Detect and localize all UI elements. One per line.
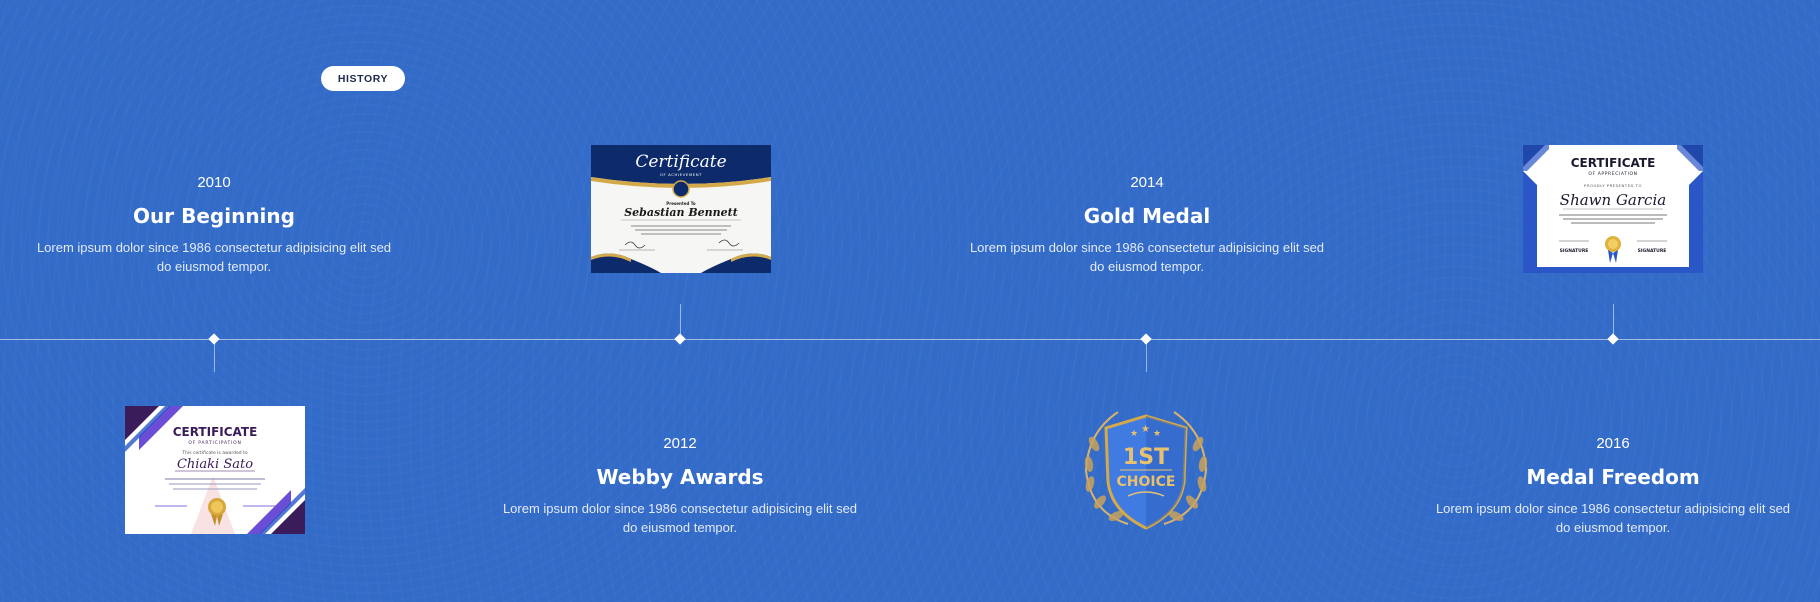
cert-sub: OF APPRECIATION: [1588, 171, 1637, 177]
history-badge: HISTORY: [321, 66, 405, 91]
cert-line: This certificate is awarded to: [181, 450, 247, 456]
item-year: 2016: [1596, 435, 1630, 452]
cert-heading: Certificate: [635, 152, 726, 172]
cert-name: Shawn Garcia: [1560, 191, 1666, 209]
timeline-stem: [1146, 339, 1147, 372]
timeline-marker: [1140, 333, 1152, 345]
cert-line: PROUDLY PRESENTED TO: [1584, 183, 1642, 188]
item-year: 2012: [663, 435, 697, 452]
item-title: Medal Freedom: [1526, 465, 1700, 489]
item-title: Our Beginning: [133, 204, 295, 228]
certificate-achievement-image: Certificate OF ACHIEVEMENT Presented To …: [591, 145, 771, 273]
item-description: Lorem ipsum dolor since 1986 consectetur…: [502, 501, 858, 535]
timeline-marker: [208, 333, 220, 345]
item-title: Webby Awards: [596, 465, 764, 489]
cert-name: Chiaki Sato: [177, 457, 253, 472]
cert-sig2: SIGNATURE: [1638, 248, 1667, 254]
cert-heading: CERTIFICATE: [1571, 156, 1656, 170]
first-choice-badge-image: ★ ★ ★ 1ST CHOICE: [1056, 404, 1236, 534]
timeline-stem: [1613, 304, 1614, 339]
timeline-marker: [674, 333, 686, 345]
item-description: Lorem ipsum dolor since 1986 consectetur…: [36, 240, 392, 274]
timeline-axis: [0, 339, 1820, 340]
svg-text:★: ★: [1130, 428, 1138, 438]
timeline-item-2012: 2012 Webby Awards Lorem ipsum dolor sinc…: [500, 435, 860, 537]
cert-sub: OF ACHIEVEMENT: [660, 172, 702, 177]
cert-heading: CERTIFICATE: [173, 425, 258, 439]
cert-line: Presented To: [666, 201, 696, 206]
timeline-item-2016: 2016 Medal Freedom Lorem ipsum dolor sin…: [1433, 435, 1793, 537]
cert-sig1: SIGNATURE: [1560, 248, 1589, 254]
item-description: Lorem ipsum dolor since 1986 consectetur…: [969, 240, 1325, 274]
timeline-marker: [1607, 333, 1619, 345]
certificate-participation-image: CERTIFICATE OF PARTICIPATION This certif…: [125, 406, 305, 534]
svg-text:★: ★: [1141, 424, 1150, 435]
cert-sub: OF PARTICIPATION: [188, 440, 241, 446]
certificate-appreciation-image: CERTIFICATE OF APPRECIATION PROUDLY PRES…: [1523, 145, 1703, 273]
badge-line1: 1ST: [1123, 445, 1169, 470]
item-year: 2010: [197, 174, 231, 191]
item-title: Gold Medal: [1083, 204, 1211, 228]
timeline-item-2010: 2010 Our Beginning Lorem ipsum dolor sin…: [34, 174, 394, 276]
cert-name: Sebastian Bennett: [624, 206, 738, 219]
item-description: Lorem ipsum dolor since 1986 consectetur…: [1435, 501, 1791, 535]
timeline-stem: [680, 304, 681, 339]
item-year: 2014: [1130, 174, 1164, 191]
timeline-stem: [214, 339, 215, 372]
svg-text:★: ★: [1153, 428, 1161, 438]
timeline-item-2014: 2014 Gold Medal Lorem ipsum dolor since …: [967, 174, 1327, 276]
badge-line2: CHOICE: [1117, 474, 1176, 490]
